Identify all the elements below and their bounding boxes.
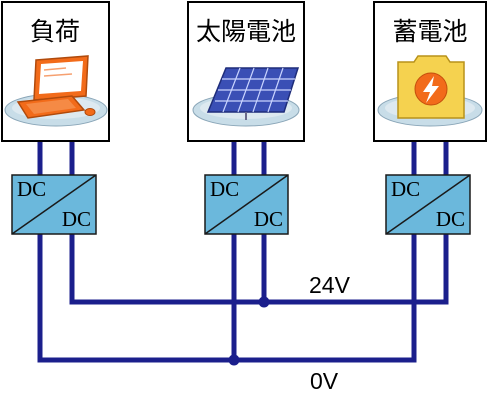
junction-0v (228, 354, 240, 366)
converter-bottom-label-battery: DC (436, 207, 465, 231)
converter-top-label-battery: DC (391, 177, 420, 201)
converter-bottom-label-solar: DC (254, 207, 283, 231)
converter-top-label-load: DC (17, 177, 46, 201)
solar-panel-icon (192, 67, 300, 127)
converter-divider-solar (204, 174, 289, 235)
junction-24v (258, 296, 270, 308)
battery-icon (377, 55, 483, 127)
device-label-battery: 蓄電池 (392, 17, 467, 46)
device-label-load: 負荷 (30, 17, 80, 46)
converter-bottom-label-load: DC (62, 207, 91, 231)
bus-24v-label: 24V (309, 272, 351, 298)
converter-battery: DC DC (385, 174, 471, 235)
bus-0v-label: 0V (310, 368, 339, 394)
device-solar: 太陽電池 (187, 1, 305, 142)
converter-top-label-solar: DC (210, 177, 239, 201)
converter-load: DC DC (11, 174, 97, 235)
wiring (37, 137, 449, 363)
converter-divider-load (11, 174, 97, 235)
converter-solar: DC DC (204, 174, 289, 235)
computer-icon (4, 55, 108, 127)
device-load: 負荷 (1, 1, 110, 142)
device-battery: 蓄電池 (373, 1, 487, 142)
device-label-solar: 太陽電池 (196, 17, 296, 46)
converter-divider-battery (385, 174, 471, 235)
